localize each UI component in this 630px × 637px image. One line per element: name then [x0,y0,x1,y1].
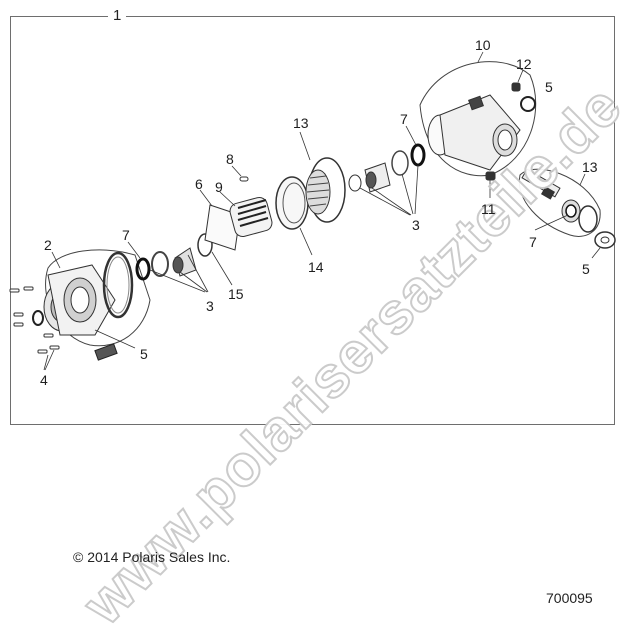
main-housing-icon [427,94,521,171]
pin-icon [239,176,249,182]
plug-icon [485,171,496,181]
housing-group-outline [419,61,537,177]
callout-4: 4 [40,372,48,388]
parts-diagram: 1 [9,8,630,637]
callout-7: 7 [529,234,537,250]
pinion-group-outline [518,168,601,237]
ring-gear-icon [305,157,346,223]
bearing-icon [172,247,197,277]
callout-13: 13 [582,159,598,175]
roller-cage-icon [229,196,273,238]
drawing-number: 700095 [546,590,593,606]
callout-9: 9 [215,179,223,195]
assembly-frame [10,16,615,425]
copyright-text: © 2014 Polaris Sales Inc. [73,549,231,565]
plug-icon [511,82,521,92]
parts-drawing [9,51,616,371]
callout-5: 5 [545,79,553,95]
callout-7: 7 [122,227,130,243]
callout-15: 15 [228,286,244,302]
washer-icon [594,231,616,249]
ring-seal-icon [102,251,134,319]
bolt-icon [9,286,60,354]
callout-7: 7 [400,111,408,127]
housing-icon [43,264,116,336]
callout-14: 14 [308,259,324,275]
callout-6: 6 [195,176,203,192]
assembly-callout-1: 1 [108,8,127,24]
pinion-gear-icon [521,168,598,233]
callout-3: 3 [206,298,214,314]
callout-2: 2 [44,237,52,253]
oil-seal-icon [135,257,151,281]
oil-seal-icon [410,143,426,167]
callout-10: 10 [475,37,491,53]
callout-3: 3 [412,217,420,233]
callout-5: 5 [140,346,148,362]
callout-5: 5 [582,261,590,277]
armature-plate-icon [275,176,309,230]
callout-13: 13 [293,115,309,131]
callout-8: 8 [226,151,234,167]
callout-11: 11 [481,201,496,217]
callout-12: 12 [516,56,532,72]
